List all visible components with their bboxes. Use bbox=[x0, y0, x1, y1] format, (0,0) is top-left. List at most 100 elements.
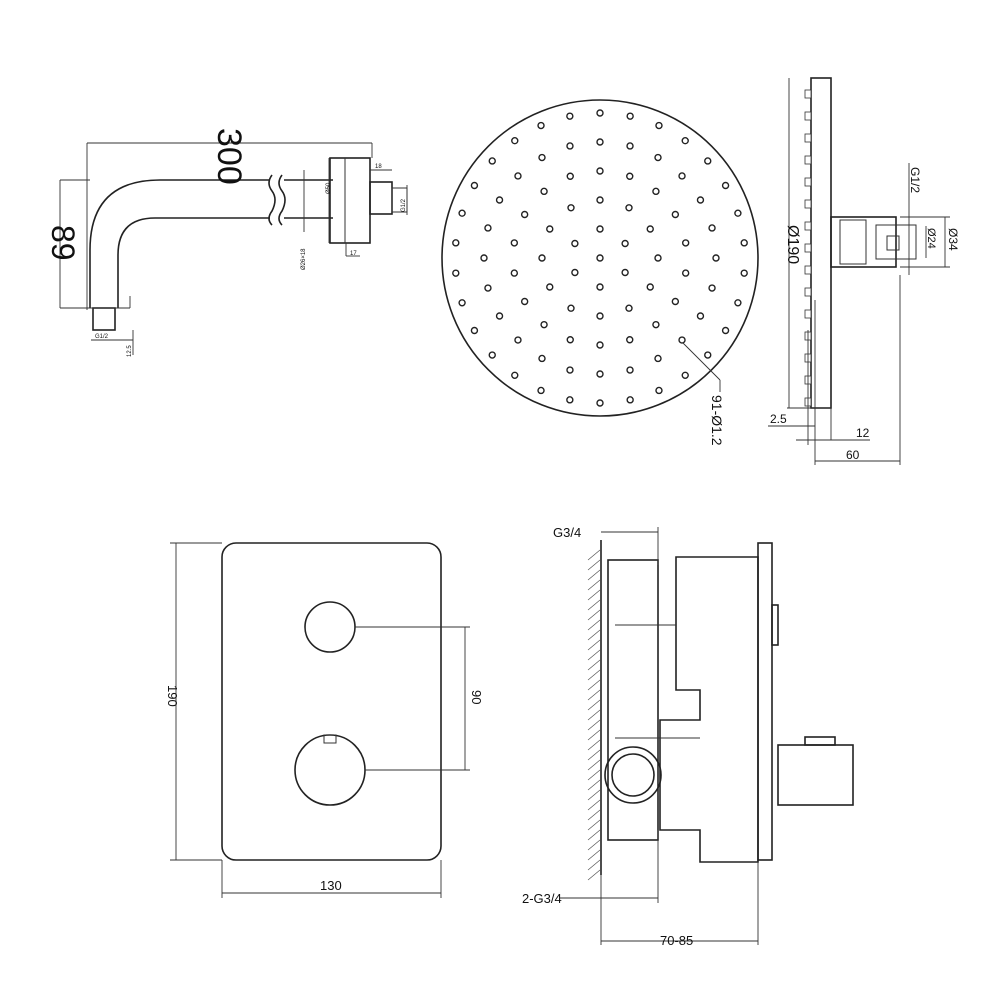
outer-dia-label: Ø34 bbox=[946, 228, 960, 251]
flange-depth-label: 18 bbox=[375, 164, 382, 170]
valve-depth-label: 70-85 bbox=[660, 933, 693, 948]
nozzle bbox=[596, 138, 604, 146]
nozzle bbox=[596, 225, 604, 233]
hatch-line bbox=[587, 829, 601, 841]
nozzle bbox=[452, 239, 460, 247]
side-nozzle bbox=[804, 155, 812, 165]
nozzle bbox=[681, 371, 689, 380]
nozzle bbox=[458, 299, 466, 307]
nozzle bbox=[626, 336, 634, 344]
hatch-line bbox=[587, 739, 601, 751]
nozzle bbox=[681, 136, 689, 145]
hatch-line bbox=[587, 629, 601, 641]
depth-label: 60 bbox=[846, 448, 860, 462]
outlet-thread-label: G1/2 bbox=[95, 334, 109, 340]
hatch-line bbox=[587, 569, 601, 581]
nozzle bbox=[596, 370, 604, 378]
nozzle bbox=[596, 196, 604, 204]
side-nozzle bbox=[804, 221, 812, 231]
nozzle bbox=[734, 299, 742, 307]
hatch-line bbox=[587, 759, 601, 771]
hatch-line bbox=[587, 599, 601, 611]
inner-dia-label: Ø24 bbox=[925, 228, 937, 249]
valve-side: G3/4 2-G3/4 70-85 bbox=[522, 525, 854, 948]
nozzle bbox=[708, 284, 716, 292]
nozzle bbox=[646, 225, 654, 233]
nozzle bbox=[520, 210, 529, 219]
valve-width-label: 130 bbox=[320, 878, 342, 893]
hatch-line bbox=[587, 799, 601, 811]
nozzle bbox=[596, 109, 604, 117]
wall-thread-label: G1/2 bbox=[401, 198, 407, 212]
nozzle bbox=[740, 269, 748, 277]
nozzle bbox=[567, 304, 575, 312]
nozzle bbox=[514, 336, 522, 344]
hatch-line bbox=[587, 689, 601, 701]
nozzle bbox=[712, 254, 720, 262]
hatch-line bbox=[587, 849, 601, 861]
knob-spacing-label: 90 bbox=[469, 690, 484, 704]
nozzle bbox=[655, 386, 663, 395]
hatch-line bbox=[587, 839, 601, 851]
nozzle bbox=[596, 312, 604, 320]
nozzle bbox=[596, 283, 604, 291]
nozzle bbox=[596, 341, 604, 349]
thread-label: G1/2 bbox=[908, 167, 922, 193]
flange-dia-label: Ø50 bbox=[326, 182, 332, 194]
hatch-line bbox=[587, 789, 601, 801]
arm-inner-edge bbox=[117, 217, 270, 308]
nozzle bbox=[470, 326, 479, 335]
nozzle bbox=[495, 196, 504, 204]
nozzle bbox=[484, 224, 492, 232]
nozzle bbox=[671, 297, 680, 306]
hatch-line bbox=[587, 779, 601, 791]
thermostat-knob bbox=[294, 734, 366, 806]
nozzle bbox=[520, 297, 529, 306]
nozzle bbox=[538, 153, 546, 162]
nozzle bbox=[626, 112, 634, 120]
hatch-line bbox=[587, 729, 601, 741]
head-plate-side bbox=[810, 77, 832, 409]
nozzle bbox=[566, 366, 574, 374]
inlet-label: G3/4 bbox=[553, 525, 581, 540]
hatch-line bbox=[587, 649, 601, 661]
nozzle bbox=[708, 224, 716, 232]
nozzle bbox=[734, 209, 742, 217]
nozzle bbox=[625, 304, 633, 312]
nozzle bbox=[671, 210, 680, 219]
side-nozzle bbox=[804, 89, 812, 99]
hatch-line bbox=[587, 559, 601, 571]
nozzle bbox=[626, 366, 634, 374]
nozzle bbox=[596, 254, 604, 262]
plate-label: 12 bbox=[856, 426, 870, 440]
nozzle bbox=[546, 225, 554, 233]
nozzle bbox=[740, 239, 748, 247]
shower-head-outline bbox=[441, 99, 759, 417]
hatch-line bbox=[587, 709, 601, 721]
arm-break-mark bbox=[268, 174, 286, 226]
valve-front: 190 90 130 bbox=[165, 542, 484, 898]
nozzle bbox=[626, 396, 634, 404]
nozzle bbox=[621, 268, 629, 277]
nozzle bbox=[458, 209, 466, 217]
nozzle bbox=[510, 269, 519, 277]
nozzle bbox=[480, 254, 488, 262]
nozzle bbox=[546, 283, 554, 291]
valve-height-label: 190 bbox=[165, 685, 180, 707]
shower-head-side: Ø190 G1/2 Ø24 Ø34 2.5 12 60 bbox=[768, 77, 960, 465]
shower-arm-drawing: 300 89 Ø50 Ø26×18 G1/2 18 17 G1/2 12.5 bbox=[45, 128, 408, 357]
hatch-line bbox=[587, 639, 601, 651]
nozzle bbox=[721, 181, 730, 190]
side-nozzle bbox=[804, 287, 812, 297]
hatch-line bbox=[587, 869, 601, 881]
side-nozzle bbox=[804, 309, 812, 319]
nozzle bbox=[566, 172, 574, 180]
nozzle bbox=[596, 167, 604, 175]
hatch-line bbox=[587, 609, 601, 621]
nozzle bbox=[484, 284, 492, 292]
nozzle bbox=[566, 336, 574, 344]
flange-offset-label: 17 bbox=[350, 251, 357, 257]
nozzle bbox=[652, 187, 660, 196]
nozzle bbox=[626, 172, 634, 180]
